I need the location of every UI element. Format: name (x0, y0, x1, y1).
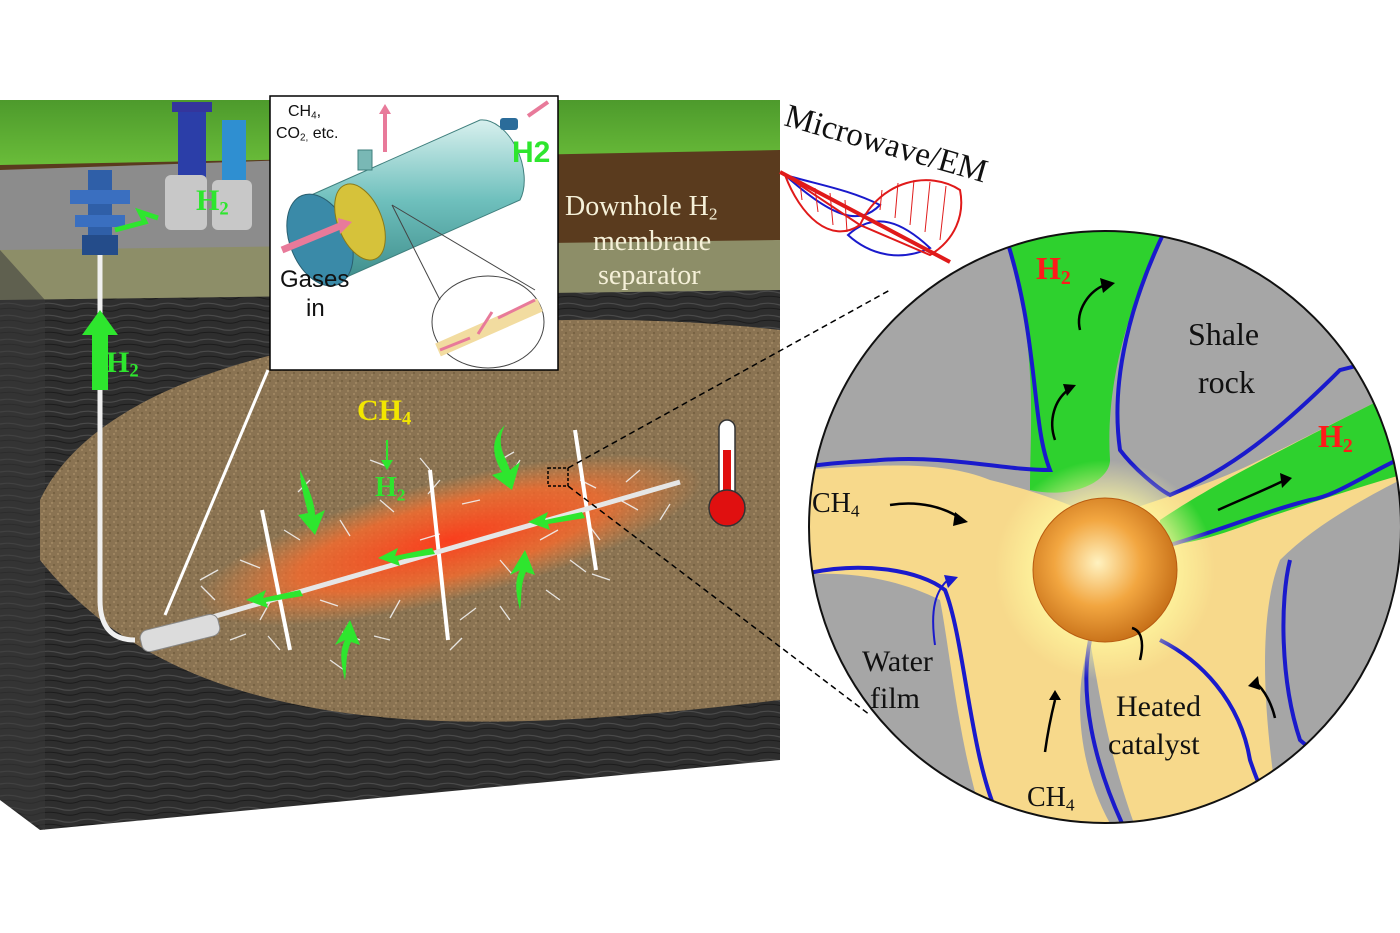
inset-gases-label-line2: in (306, 295, 325, 322)
separator-label-line1: Downhole H2 (565, 191, 718, 224)
reservoir-h2-label: H2 (375, 472, 406, 505)
pore-channel-hydrogen-top (1000, 231, 1170, 493)
water-film-label-line1: Water (862, 645, 933, 678)
separator-label-line3: separator (598, 260, 701, 291)
catalyst-sun-icon (1032, 497, 1178, 643)
circle-h2-right-label: H2 (1318, 418, 1353, 457)
em-wave-icon (779, 170, 963, 264)
shale-label-line2: rock (1198, 364, 1255, 400)
pore-scale-circle (809, 231, 1400, 823)
inset-gases-label-line1: Gases (280, 266, 350, 293)
ch4-left-label: CH4 (812, 488, 860, 521)
wellbore-vertical (97, 250, 136, 643)
shale-label-line1: Shale (1188, 316, 1260, 352)
surface-facility-icon (165, 102, 252, 230)
ch4-bottom-label: CH4 (1027, 782, 1075, 815)
h2-flow-arrows (82, 310, 585, 680)
reservoir-ch4-label: CH4 (357, 394, 412, 430)
wellbore-horizontal (149, 479, 681, 638)
well-h2-label: H2 (106, 346, 139, 382)
separator-label-line2: membrane (593, 226, 712, 257)
catalyst-label-line2: catalyst (1108, 728, 1200, 761)
catalyst-label-line1: Heated (1116, 690, 1201, 723)
inset-ch4-label: CH4, (288, 103, 322, 122)
surface-h2-label: H2 (196, 184, 229, 220)
thermometer-icon (708, 419, 746, 527)
wellhead-icon (70, 170, 130, 255)
inset-h2-label: H2 (512, 136, 551, 169)
inset-co2-label: CO2, etc. (276, 125, 339, 144)
circle-h2-top-label: H2 (1036, 250, 1071, 289)
membrane-separator-inset (269, 95, 559, 371)
downhole-separator-icon (139, 613, 221, 653)
membrane-separator-icon (280, 100, 550, 369)
pore-channel-hydrogen-right (1160, 380, 1400, 545)
water-film-label-line2: film (870, 682, 920, 715)
